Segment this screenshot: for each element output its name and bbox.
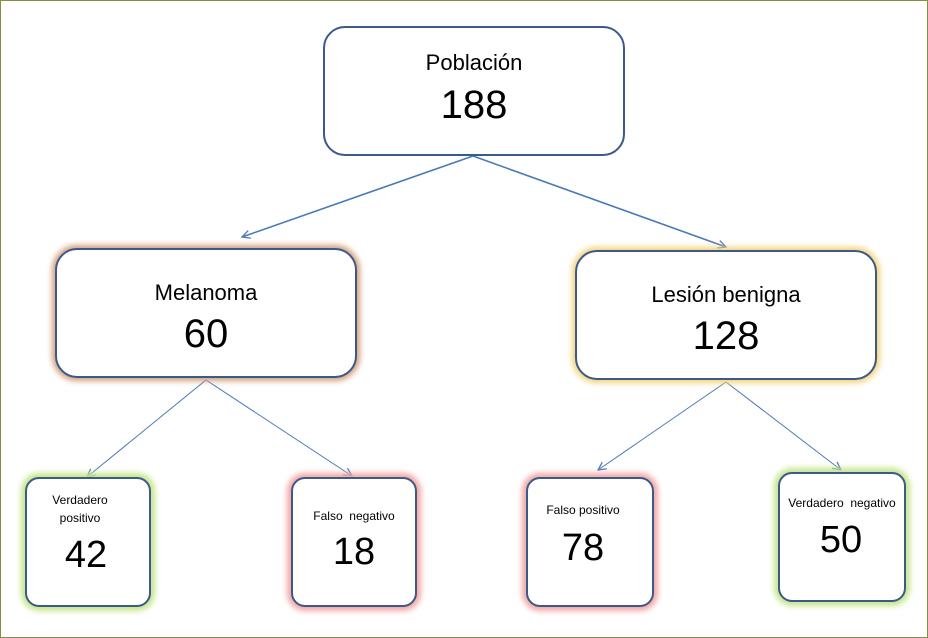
true-positive-node: Verdadero positivo 42 xyxy=(25,477,151,607)
arrow-root-to-melanoma xyxy=(242,155,474,237)
arrow-benign-to-true-negative xyxy=(725,381,841,470)
melanoma-label: Melanoma xyxy=(154,280,258,305)
population-node: Población 188 xyxy=(323,26,625,156)
true-negative-node: Verdadero negativo 50 xyxy=(778,472,906,602)
population-label: Población xyxy=(425,50,523,75)
benign-lesion-label: Lesión benigna xyxy=(651,282,801,307)
false-positive-label: Falso positivo xyxy=(546,503,620,517)
benign-lesion-value: 128 xyxy=(692,314,760,358)
false-negative-value: 18 xyxy=(332,531,376,573)
true-negative-label: Verdadero negativo xyxy=(788,496,896,510)
true-positive-value: 42 xyxy=(64,534,108,576)
population-value: 188 xyxy=(440,83,508,127)
melanoma-node: Melanoma 60 xyxy=(55,248,357,378)
melanoma-value: 60 xyxy=(183,312,229,356)
arrow-root-to-benign xyxy=(472,155,726,247)
arrow-benign-to-false-positive xyxy=(598,381,727,470)
arrow-melanoma-to-true-positive xyxy=(87,379,207,477)
true-negative-value: 50 xyxy=(819,519,863,561)
false-negative-node: Falso negativo 18 xyxy=(291,477,417,607)
false-positive-node: Falso positivo 78 xyxy=(526,477,654,607)
arrow-melanoma-to-false-negative xyxy=(205,379,352,476)
benign-lesion-node: Lesión benigna 128 xyxy=(575,250,877,380)
false-positive-value: 78 xyxy=(561,527,605,569)
false-negative-label: Falso negativo xyxy=(313,509,395,523)
true-positive-label: Verdadero positivo xyxy=(52,493,108,525)
